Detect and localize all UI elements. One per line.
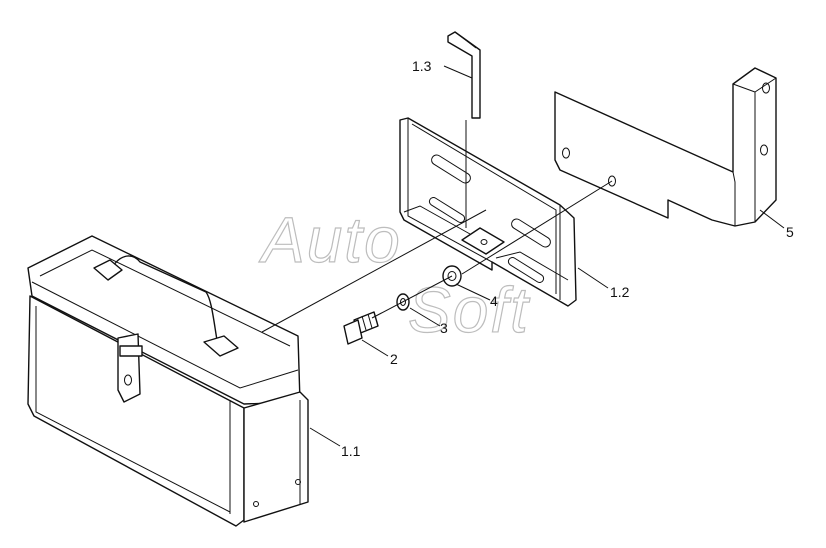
leader-5 (759, 209, 785, 229)
watermark: Auto Soft (257, 203, 530, 346)
leader-1-2 (577, 267, 609, 289)
bolt-part-2 (343, 311, 379, 345)
callout-2: 2 (390, 351, 398, 367)
bolt-leader-line (371, 275, 453, 319)
callout-5: 5 (786, 224, 794, 240)
callout-4: 4 (490, 293, 498, 309)
mounting-plate-part-5 (554, 67, 777, 227)
lock-washer-part-3 (396, 293, 410, 311)
leader-4 (455, 283, 491, 301)
channel-bracket-part-1-2 (399, 117, 577, 307)
callout-1-2: 1.2 (610, 284, 630, 300)
callout-1-1: 1.1 (341, 443, 361, 459)
plate-leader-line (461, 180, 613, 275)
watermark-text-auto: Auto (258, 204, 402, 276)
callout-3: 3 (440, 320, 448, 336)
leader-3 (409, 307, 441, 327)
callout-1-3: 1.3 (412, 58, 432, 74)
l-pin-part-1-3 (447, 31, 481, 228)
leader-1-3 (443, 65, 473, 79)
watermark-text-soft: Soft (408, 274, 530, 346)
leader-1-1 (309, 427, 341, 447)
assembly-leader-line (261, 209, 487, 333)
leader-2 (361, 339, 389, 357)
toolbox-part-1-1 (27, 235, 309, 527)
